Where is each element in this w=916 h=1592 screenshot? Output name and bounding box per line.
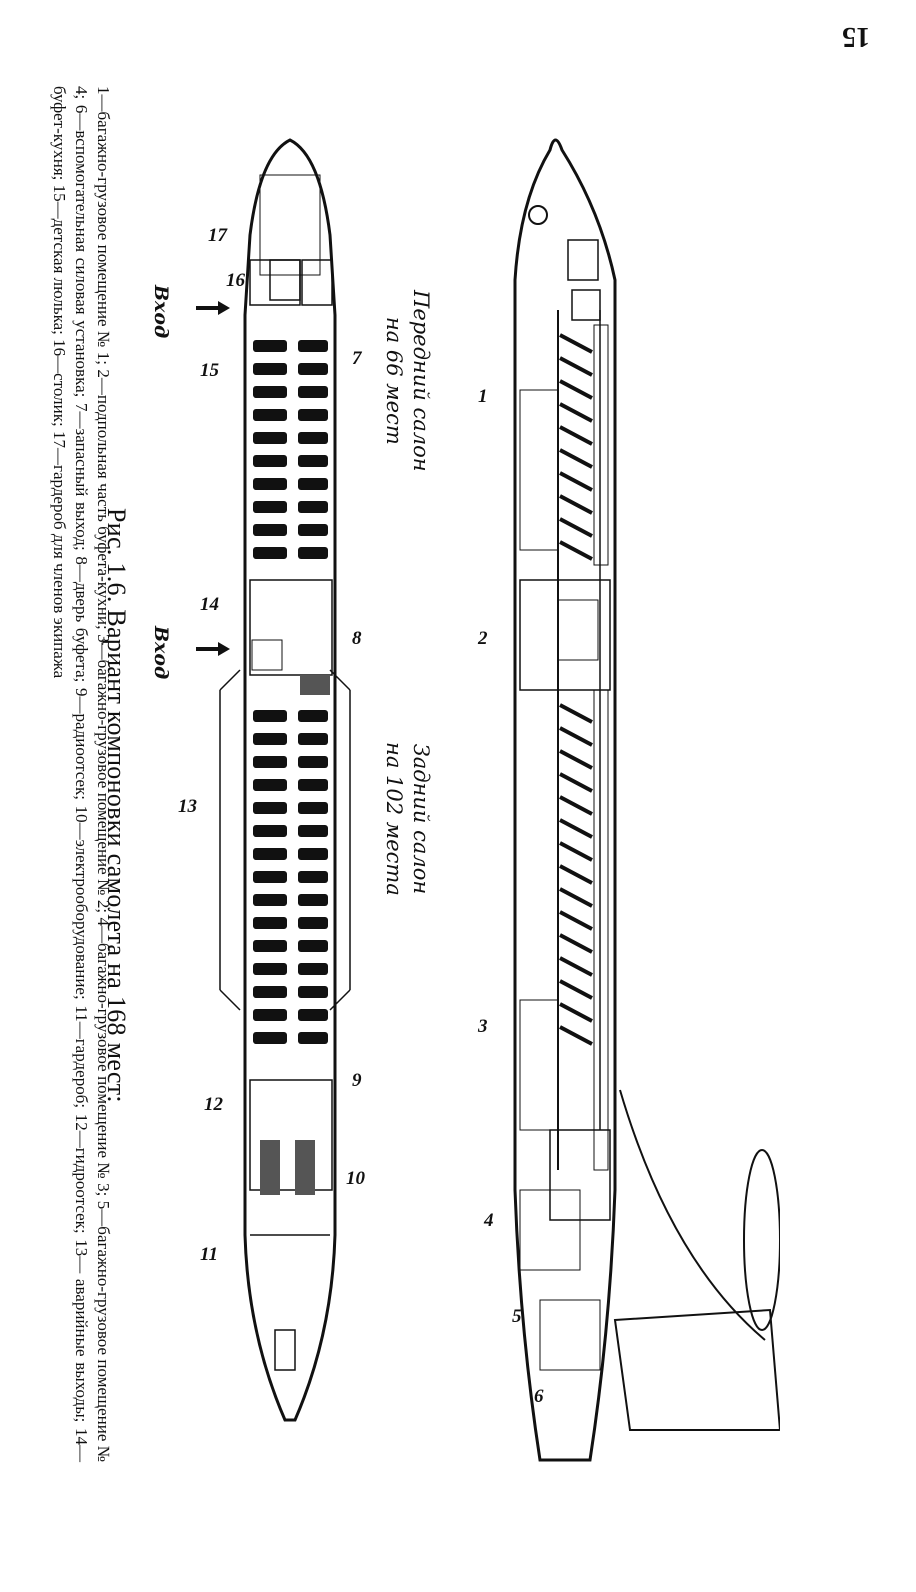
figure-legend: 1—багажно-грузовое помещение № 1; 2—подп…: [50, 86, 113, 1462]
side-callout-4: 4: [484, 1210, 494, 1231]
entry-label-rear: Вход: [150, 626, 172, 680]
side-callout-3: 3: [478, 1016, 488, 1037]
plan-callout-7: 7: [352, 348, 362, 369]
front-salon-label: Передний салон на 66 мест: [380, 290, 434, 472]
side-callout-1: 1: [478, 386, 488, 407]
rear-salon-line-2: на 102 места: [382, 742, 406, 896]
side-callout-6: 6: [534, 1386, 544, 1407]
entry-label-front: Вход: [150, 285, 172, 339]
plan-callout-17: 17: [208, 225, 227, 246]
plan-callout-10: 10: [346, 1168, 365, 1189]
wing-outline: [219, 669, 351, 1011]
rear-salon-line-1: Задний салон: [409, 743, 433, 895]
rear-salon-seats: [559, 703, 593, 1046]
plan-callout-16: 16: [226, 270, 245, 291]
rear-seat-block: [253, 710, 328, 1044]
front-seat-block: [253, 340, 328, 559]
plan-callout-13: 13: [178, 796, 197, 817]
page-number: 15: [842, 21, 870, 52]
front-salon-seats: [559, 333, 593, 561]
plan-callout-14: 14: [200, 594, 219, 615]
front-salon-line-2: на 66 мест: [382, 316, 406, 445]
plan-callout-9: 9: [352, 1070, 362, 1091]
side-view-drawing: [513, 138, 780, 1462]
plan-callout-8: 8: [352, 628, 362, 649]
entry-arrow-rear: [196, 642, 230, 656]
plan-callout-12: 12: [204, 1094, 223, 1115]
front-salon-line-1: Передний салон: [409, 290, 433, 472]
rear-salon-label: Задний салон на 102 места: [380, 742, 434, 896]
plan-callout-15: 15: [200, 360, 219, 381]
side-callout-5: 5: [512, 1306, 522, 1327]
side-callout-2: 2: [478, 628, 488, 649]
entry-arrow-front: [196, 301, 230, 315]
plan-callout-11: 11: [200, 1244, 218, 1265]
plan-view-drawing: [243, 138, 337, 1422]
